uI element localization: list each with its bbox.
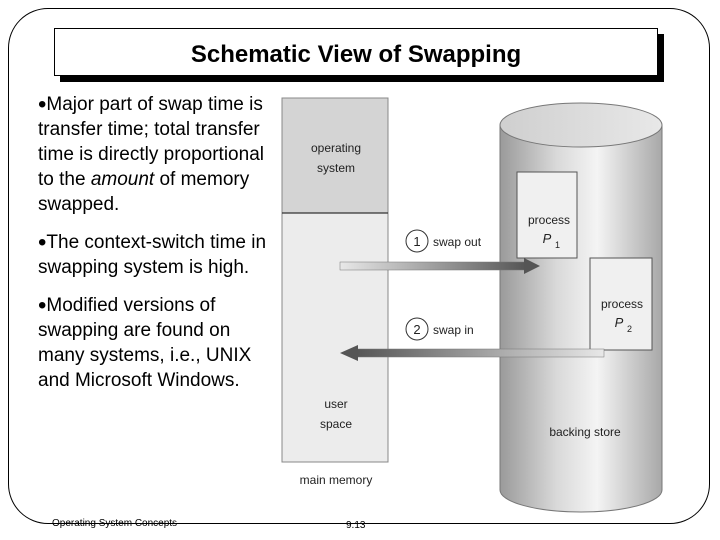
slide-frame	[8, 8, 710, 524]
process-p1-label: process	[528, 213, 570, 227]
bullet-item: •Major part of swap time is transfer tim…	[38, 92, 278, 217]
process-p2-subscript: 2	[627, 324, 632, 334]
title-box: Schematic View of Swapping	[54, 28, 658, 76]
step-2-number: 2	[413, 322, 420, 337]
swap-in-label: swap in	[433, 323, 474, 337]
memory-os-label-line2: system	[317, 161, 355, 175]
bullet-text: The context-switch time in swapping syst…	[38, 232, 267, 278]
process-p2-name: P	[615, 315, 624, 330]
bullet-emphasis: amount	[90, 169, 155, 190]
process-p1-subscript: 1	[555, 240, 560, 250]
step-1-circle	[405, 229, 429, 253]
process-p1-box	[516, 171, 578, 259]
memory-os-label-line1: operating	[311, 141, 361, 155]
bullet-item: •Modified versions of swapping are found…	[38, 293, 278, 393]
process-p2-box	[589, 257, 653, 351]
memory-user-label-line1: user	[324, 397, 347, 411]
backing-store-caption: backing store	[549, 425, 621, 439]
swap-out-label: swap out	[433, 235, 482, 249]
bullet-list: •Major part of swap time is transfer tim…	[38, 92, 278, 406]
memory-user-label-line2: space	[320, 417, 352, 431]
bullet-dot-icon: •	[38, 292, 47, 319]
main-memory-caption: main memory	[300, 473, 373, 487]
swap-in-arrow	[340, 345, 605, 361]
process-p1-name: P	[543, 231, 552, 246]
bullet-dot-icon: •	[38, 229, 47, 256]
swap-out-arrow	[339, 258, 540, 274]
footer-course-title: Operating System Concepts	[52, 518, 178, 529]
page-title: Schematic View of Swapping	[190, 41, 522, 68]
bullet-dot-icon: •	[38, 91, 47, 118]
bullet-text-end: of memory swapped.	[38, 169, 250, 215]
footer-page-number: 9.13	[346, 520, 366, 531]
step-2-circle	[405, 317, 429, 341]
process-p2-label: process	[601, 297, 643, 311]
memory-user-region	[281, 212, 389, 463]
step-1-number: 1	[413, 234, 420, 249]
bullet-text: Modified versions of swapping are found …	[38, 295, 252, 391]
memory-os-region	[281, 97, 389, 214]
bullet-item: •The context-switch time in swapping sys…	[38, 230, 278, 280]
bullet-text: Major part of swap time is transfer time…	[38, 94, 264, 190]
